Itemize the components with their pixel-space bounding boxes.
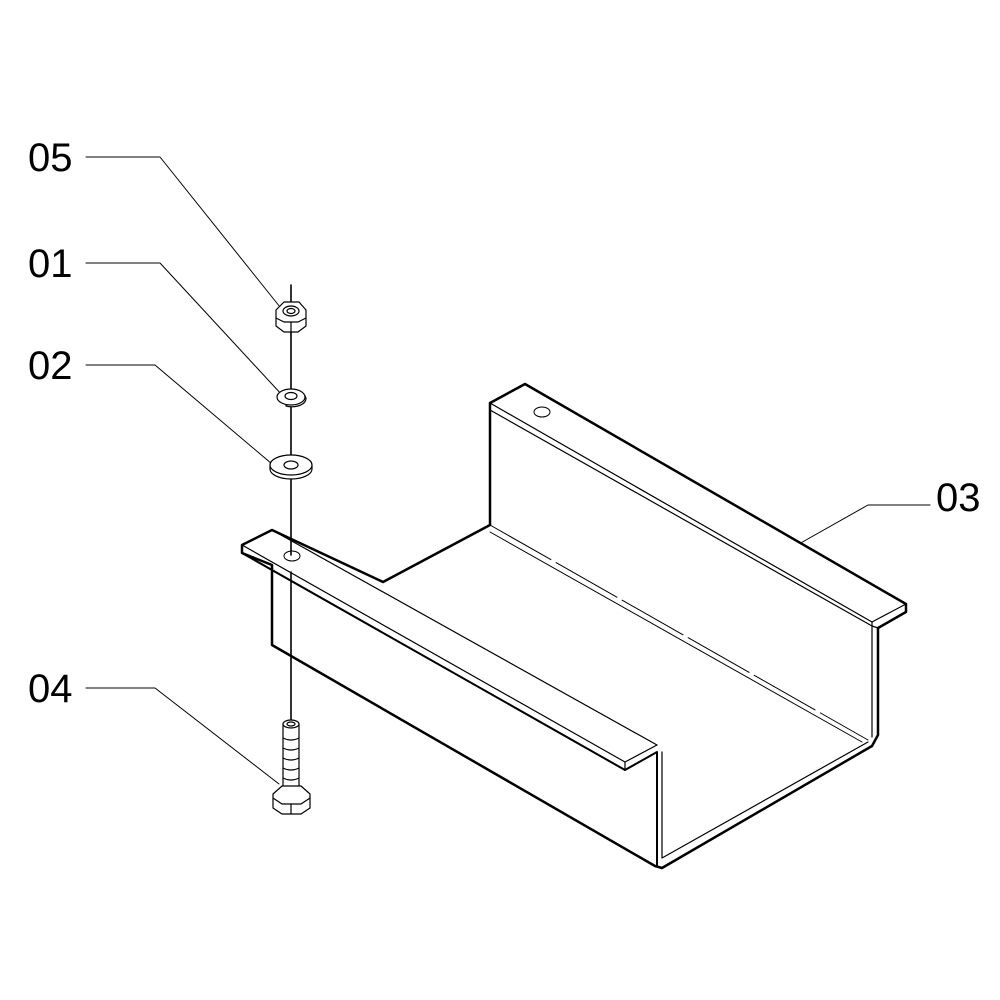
leader-03 [782, 504, 931, 554]
leader-04 [85, 687, 280, 785]
callout-04: 04 [28, 667, 73, 711]
hex-nut [275, 301, 307, 333]
callout-01: 01 [28, 242, 73, 286]
leader-05 [85, 156, 285, 313]
hex-bolt [272, 719, 311, 815]
split-lock-washer [276, 388, 307, 408]
flat-washer [269, 454, 313, 480]
leader-01 [85, 262, 284, 397]
callout-03: 03 [936, 476, 981, 520]
callout-05: 05 [28, 136, 73, 180]
leader-02 [85, 364, 273, 465]
channel-bracket [240, 382, 908, 870]
callout-02: 02 [28, 344, 73, 388]
mounting-hole [283, 550, 301, 562]
mounting-hole [533, 406, 551, 418]
leader-lines [85, 156, 931, 785]
